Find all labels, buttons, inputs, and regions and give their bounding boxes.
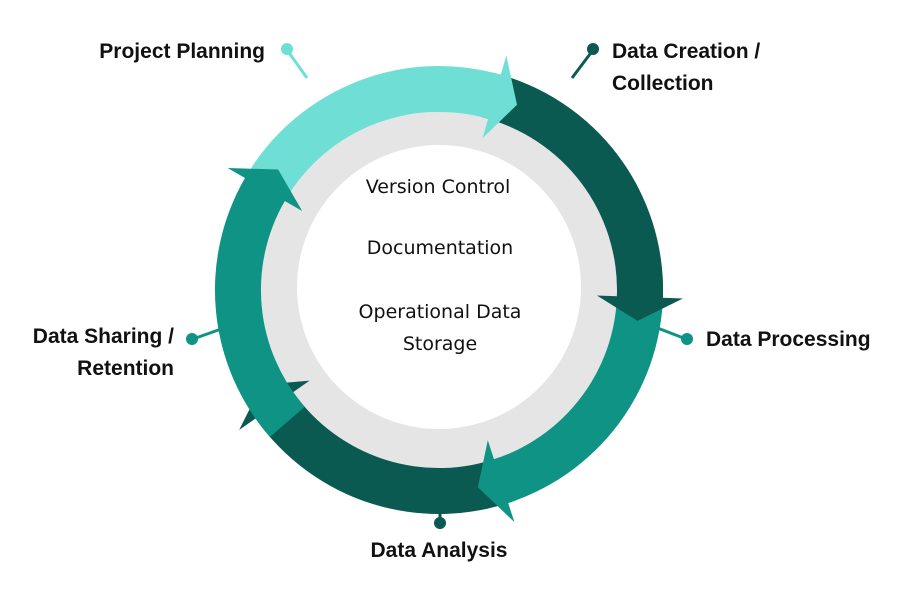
dot-data-processing xyxy=(681,333,693,345)
dot-data-creation xyxy=(587,43,599,55)
leader-data-creation xyxy=(570,43,599,79)
dot-data-sharing xyxy=(186,333,198,345)
label-data-creation-line1: Data Creation / xyxy=(612,40,760,63)
arrow-data-creation xyxy=(482,72,683,321)
label-data-sharing-line2: Retention xyxy=(77,357,174,380)
center-version-control: Version Control xyxy=(366,176,511,198)
label-data-analysis: Data Analysis xyxy=(371,539,508,562)
label-data-creation-line2: Collection xyxy=(612,72,714,95)
leader-project-planning xyxy=(281,43,309,79)
arrow-data-processing xyxy=(477,274,664,523)
label-project-planning: Project Planning xyxy=(99,40,265,63)
arrow-data-analysis xyxy=(239,380,516,515)
label-data-processing: Data Processing xyxy=(706,328,871,351)
center-storage-line2: Storage xyxy=(403,333,477,355)
cycle-arrows xyxy=(214,55,683,523)
dot-project-planning xyxy=(281,43,293,55)
center-documentation: Documentation xyxy=(367,237,513,259)
center-storage-line1: Operational Data xyxy=(359,301,522,323)
leader-data-sharing xyxy=(186,326,225,345)
leader-data-processing xyxy=(654,325,693,345)
label-data-sharing-line1: Data Sharing / xyxy=(33,325,174,348)
dot-data-analysis xyxy=(434,517,446,529)
inner-core xyxy=(297,145,581,429)
leader-data-analysis xyxy=(434,478,446,529)
arrow-data-sharing xyxy=(214,168,305,437)
arrow-project-planning xyxy=(241,55,517,207)
